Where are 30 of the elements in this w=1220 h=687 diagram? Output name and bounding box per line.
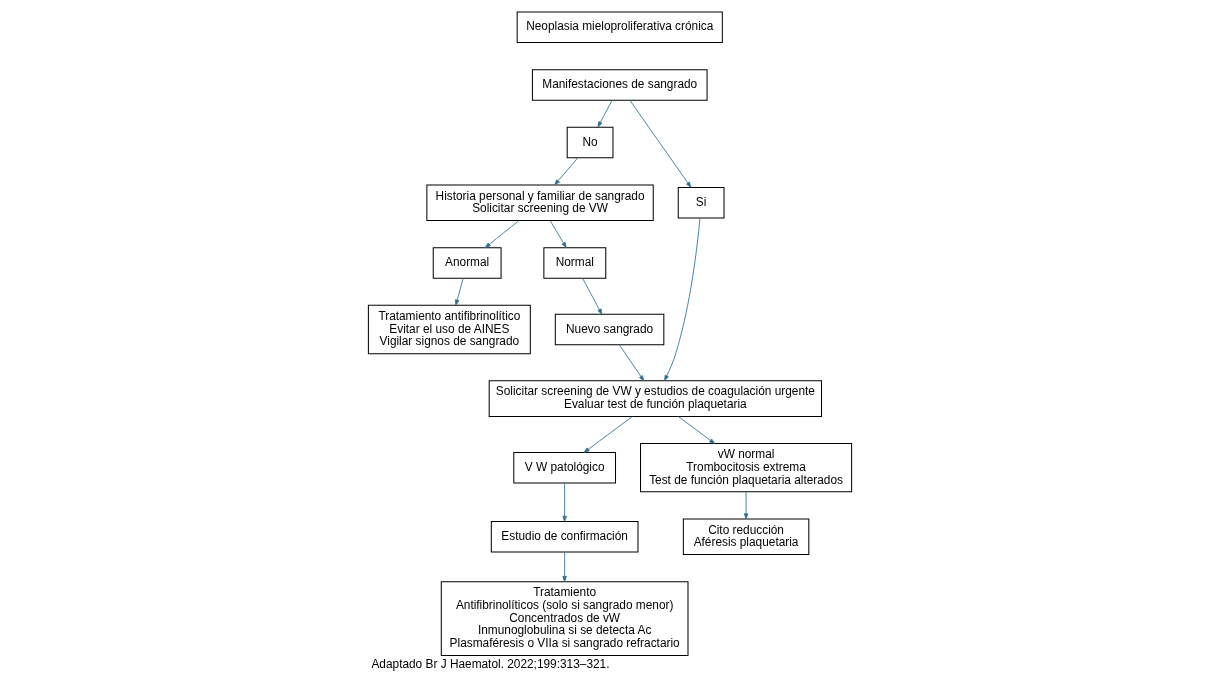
arrow — [583, 416, 633, 453]
node-box: Solicitar screening de VW y estudios de coagulación urgente Evaluar test de función plaquetaria — [488, 380, 822, 417]
node-box: Si — [677, 187, 725, 219]
arrow — [629, 99, 692, 188]
arrow — [597, 100, 613, 128]
arrow — [743, 491, 749, 520]
caption: Adaptado Br J Haematol. 2022;199:313–321. — [371, 657, 610, 672]
arrow — [664, 217, 701, 381]
arrow — [549, 220, 567, 248]
node-box: Estudio de confirmación — [490, 521, 639, 553]
arrow — [484, 220, 519, 248]
node-box: Tratamiento Antifibrinolíticos (solo si sangrado menor) Concentrados de vW Inmunoglobulina si se detecta Ac Plasmaféresis o VIIa si sangrado refractario — [440, 581, 689, 656]
node-box: V W patológico — [513, 451, 616, 484]
node-box: vW normal Trombocitosis extrema Test de función plaquetaria alterados — [640, 443, 853, 493]
node-box: Normal — [543, 247, 607, 279]
arrow — [677, 416, 716, 444]
arrow — [619, 344, 645, 382]
node-box: Cito reducción Aféresis plaquetaria — [682, 518, 810, 556]
arrow — [562, 551, 567, 582]
arrow — [554, 157, 579, 186]
arrow — [582, 278, 603, 315]
arrow — [455, 278, 464, 306]
node-box: Historia personal y familiar de sangrado Solicitar screening de VW — [426, 184, 654, 222]
node-box: Anormal — [432, 247, 502, 279]
node-box: No — [566, 126, 614, 159]
node-box: Neoplasia mieloproliferativa crónica — [516, 11, 723, 44]
node-box: Manifestaciones de sangrado — [531, 69, 708, 101]
arrow — [562, 482, 567, 522]
node-box: Nuevo sangrado — [554, 313, 665, 346]
node-box: Tratamiento antifibrinolítico Evitar el uso de AINES Vigilar signos de sangrado — [367, 304, 531, 355]
